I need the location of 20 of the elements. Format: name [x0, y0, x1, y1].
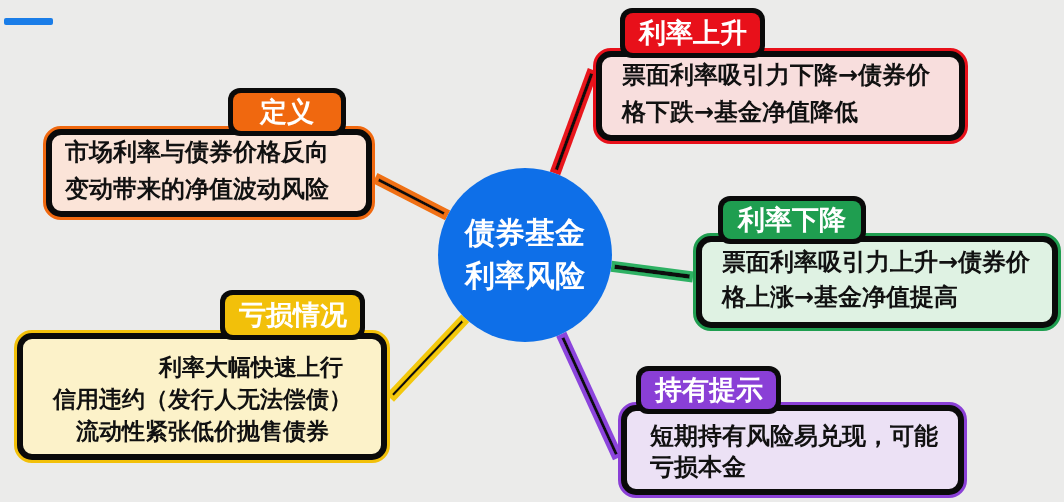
topic-card [14, 290, 390, 463]
card-text: 流动性紧张低价抛售债券 [75, 417, 329, 446]
card-heading: 定义 [258, 95, 315, 129]
card-text: 利率大幅快速上行 [159, 353, 343, 382]
connector-line [372, 173, 451, 221]
topic-card [43, 88, 375, 220]
topic-title: 债券基金利率风险 [463, 214, 586, 295]
card-text: 市场利率与债券价格反向变动带来的净值波动风险 [65, 137, 330, 205]
card-text: 票面利率吸引力下降→债券价格下跌→基金净值降低 [622, 60, 932, 128]
card-text: 信用违约（发行人无法偿债） [52, 385, 352, 414]
card-text: 票面利率吸引力上升→债券价格上涨→基金净值提高 [722, 247, 1032, 313]
topic-card [618, 366, 967, 498]
card-heading: 持有提示 [653, 373, 764, 407]
topic-card [693, 196, 1061, 331]
card-heading: 利率上升 [637, 16, 748, 50]
card-heading: 利率下降 [736, 203, 847, 237]
connector-line [610, 260, 694, 283]
card-heading: 亏损情况 [237, 298, 348, 332]
topic-card [593, 8, 968, 144]
card-text: 短期持有风险易兑现，可能亏损本金 [650, 421, 939, 483]
